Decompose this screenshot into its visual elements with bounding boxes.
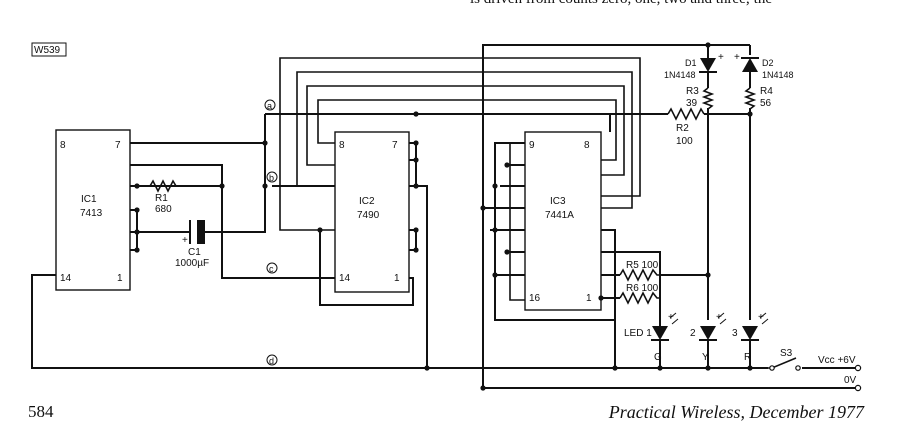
ic1-name: IC1: [81, 194, 97, 205]
node-markers: a b c d: [264, 99, 278, 366]
vcc-label: Vcc +6V: [818, 355, 856, 366]
ic3-pin-8: 8: [584, 140, 590, 151]
resistor-r3: R3 39: [686, 86, 715, 110]
d1-plus: +: [718, 52, 724, 63]
r4-value: 56: [760, 98, 772, 109]
led-2-color: Y: [702, 352, 709, 363]
r3-value: 39: [686, 98, 698, 109]
s3-label: S3: [780, 348, 793, 359]
d1-type: 1N4148: [664, 70, 696, 80]
ic3-pin-16: 16: [529, 293, 541, 304]
r3-name: R3: [686, 86, 699, 97]
ic1-pin-7: 7: [115, 140, 121, 151]
wiring: [31, 44, 860, 389]
ic1-type: 7413: [80, 208, 103, 219]
c1-name: C1: [188, 247, 201, 258]
ic1-pin-8: 8: [60, 140, 66, 151]
ic3-body: [524, 131, 602, 311]
led-3: + 3 R: [732, 312, 769, 363]
led-3-number: 3: [732, 328, 738, 339]
r1-name: R1: [155, 193, 168, 204]
r4-name: R4: [760, 86, 773, 97]
node-b-label: b: [269, 173, 274, 183]
r6-label: R6 100: [626, 283, 659, 294]
ground-label: 0V: [844, 375, 857, 386]
c1-value: 1000µF: [175, 258, 209, 269]
figure-code: W539: [34, 45, 61, 56]
resistor-r2: R2 100: [667, 107, 705, 147]
led-2-number: 2: [690, 328, 696, 339]
junction-dots: [134, 42, 753, 391]
c1-plus: +: [182, 235, 188, 246]
supply-terminals: Vcc +6V 0V: [802, 355, 862, 392]
ic2-body: [334, 131, 410, 293]
r1-value: 680: [155, 204, 172, 215]
ic2-pin-14: 14: [339, 273, 351, 284]
page-number: 584: [28, 402, 54, 421]
led-1-plus: +: [668, 312, 674, 323]
ic2-name: IC2: [359, 196, 375, 207]
figure-code-box: [31, 42, 67, 57]
d2-type: 1N4148: [762, 70, 794, 80]
r5-label: R5 100: [626, 260, 659, 271]
led-1: + LED 1 G: [624, 312, 679, 363]
resistor-r5: R5 100: [619, 260, 659, 282]
ic3-type: 7441A: [545, 210, 574, 221]
resistor-r6: R6 100: [619, 283, 659, 305]
ic2-type: 7490: [357, 210, 380, 221]
led-3-plus: +: [758, 312, 764, 323]
resistor-r4: R4 56: [743, 86, 773, 110]
ic3-pin-9: 9: [529, 140, 535, 151]
node-d-label: d: [269, 356, 274, 366]
d1-name: D1: [685, 58, 697, 68]
led-2: + 2 Y: [690, 312, 727, 363]
ic1-body: [55, 129, 131, 291]
led-3-color: R: [744, 352, 751, 363]
ic2-pin-7: 7: [392, 140, 398, 151]
ic1-pin-14: 14: [60, 273, 72, 284]
diode-d2: D2 1N4148 +: [734, 52, 794, 80]
d2-name: D2: [762, 58, 774, 68]
header-text-fragment: is driven from counts zero, one, two and…: [470, 0, 772, 8]
resistor-r1: R1 680: [149, 179, 177, 215]
ic3-pin-1: 1: [586, 293, 592, 304]
node-c-label: c: [269, 264, 274, 274]
journal-citation: Practical Wireless, December 1977: [608, 402, 864, 422]
r2-value: 100: [676, 136, 693, 147]
switch-s3: S3: [768, 348, 802, 374]
capacitor-c1: + C1 1000µF: [175, 220, 209, 269]
ic3-name: IC3: [550, 196, 566, 207]
led-1-number: LED 1: [624, 328, 652, 339]
led-2-plus: +: [716, 312, 722, 323]
diode-d1: D1 1N4148 +: [664, 52, 724, 80]
ic2-pin-1: 1: [394, 273, 400, 284]
ic2-pin-8: 8: [339, 140, 345, 151]
r2-name: R2: [676, 123, 689, 134]
led-1-color: G: [654, 352, 662, 363]
ic1-pin-1: 1: [117, 273, 123, 284]
node-a-label: a: [267, 101, 272, 111]
d2-plus: +: [734, 52, 740, 63]
